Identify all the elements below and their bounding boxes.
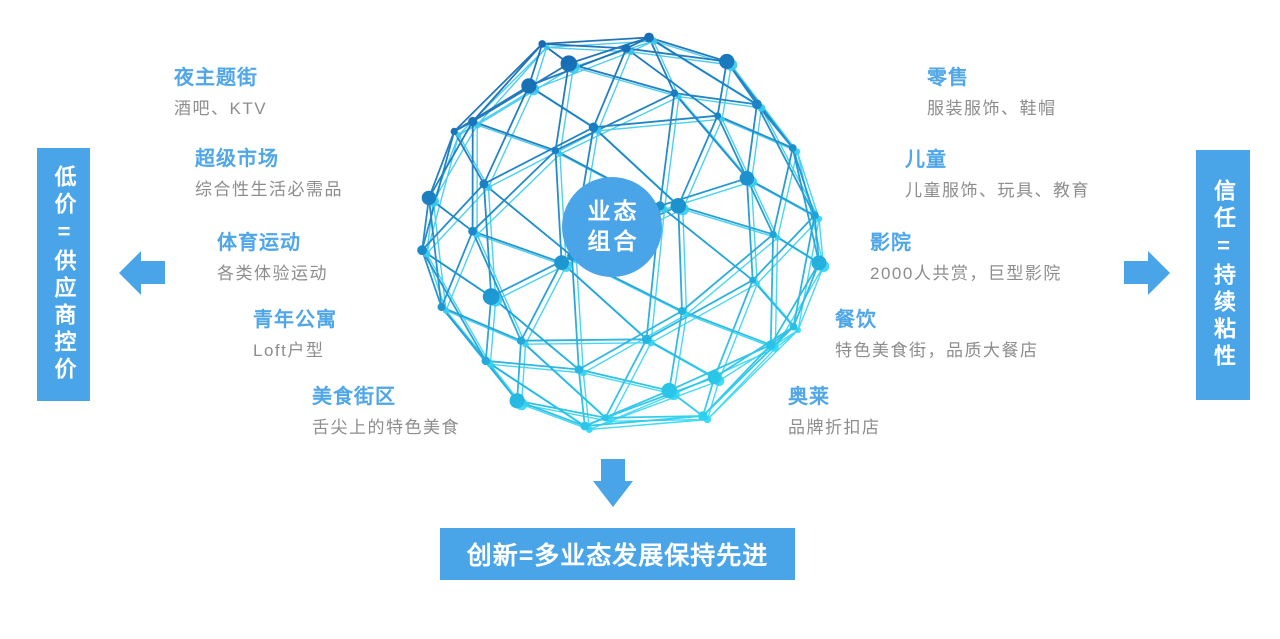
category-title: 青年公寓 (253, 309, 337, 331)
category-item-cinema: 影院 2000人共赏，巨型影院 (870, 231, 1062, 284)
category-title: 夜主题街 (174, 67, 258, 89)
category-item-supermarket: 超级市场 综合性生活必需品 (195, 147, 343, 200)
arrow-right-icon (1124, 251, 1170, 295)
category-title: 奥莱 (788, 386, 830, 408)
category-desc: 儿童服饰、玩具、教育 (905, 181, 1090, 200)
category-desc: 综合性生活必需品 (195, 180, 343, 199)
category-desc: 特色美食街，品质大餐店 (835, 341, 1039, 360)
category-item-outlet: 奥莱 品牌折扣店 (788, 385, 881, 438)
center-badge-line2: 组合 (587, 228, 640, 254)
category-title: 餐饮 (835, 309, 877, 331)
category-desc: 品牌折扣店 (788, 418, 881, 437)
category-desc: 舌尖上的特色美食 (312, 418, 460, 437)
right-banner: 信任=持续粘性 (1196, 150, 1250, 400)
category-desc: 酒吧、KTV (174, 99, 268, 118)
category-title: 美食街区 (312, 386, 396, 408)
category-desc: 服装服饰、鞋帽 (927, 99, 1057, 118)
category-item-night-street: 夜主题街 酒吧、KTV (174, 66, 267, 119)
arrow-left-icon (119, 251, 165, 295)
arrow-down-icon (593, 459, 633, 507)
category-item-retail: 零售 服装服饰、鞋帽 (927, 66, 1057, 119)
category-item-dining: 餐饮 特色美食街，品质大餐店 (835, 308, 1039, 361)
center-badge: 业态 组合 (562, 177, 662, 277)
category-title: 零售 (927, 67, 969, 89)
center-badge-line1: 业态 (587, 198, 640, 225)
category-desc: 各类体验运动 (217, 264, 328, 283)
left-banner-text: 低价=供应商控价 (51, 165, 77, 384)
category-title: 超级市场 (195, 148, 279, 170)
bottom-banner: 创新=多业态发展保持先进 (440, 528, 795, 580)
category-item-children: 儿童 儿童服饰、玩具、教育 (905, 148, 1090, 201)
category-desc: Loft户型 (253, 341, 325, 360)
category-title: 儿童 (905, 149, 947, 171)
category-desc: 2000人共赏，巨型影院 (870, 264, 1062, 283)
right-banner-text: 信任=持续粘性 (1211, 179, 1236, 371)
category-item-youth-apartment: 青年公寓 Loft户型 (253, 308, 337, 361)
category-item-sports: 体育运动 各类体验运动 (217, 231, 328, 284)
category-item-food-street: 美食街区 舌尖上的特色美食 (312, 385, 460, 438)
left-banner: 低价=供应商控价 (37, 148, 90, 401)
category-title: 体育运动 (217, 232, 301, 254)
bottom-banner-text: 创新=多业态发展保持先进 (466, 542, 769, 570)
category-title: 影院 (870, 232, 912, 254)
